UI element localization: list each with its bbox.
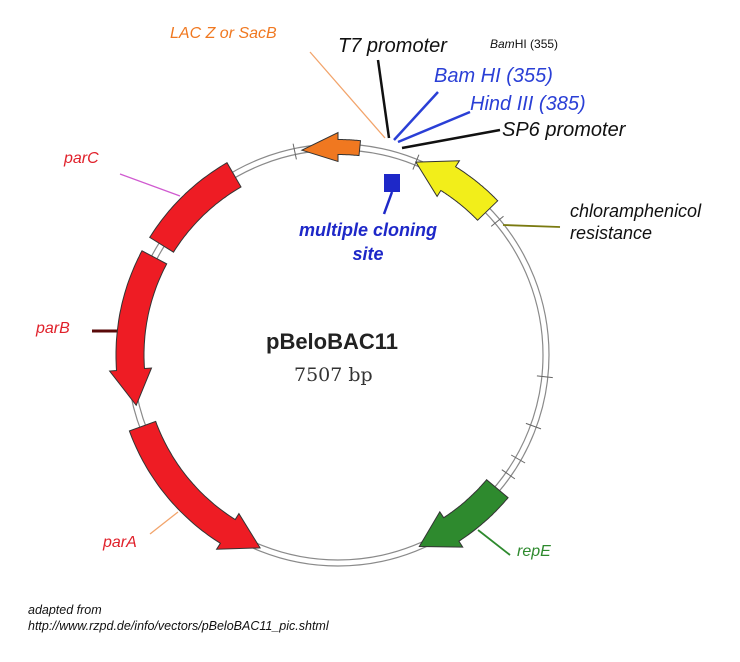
bamhi-small-rest: HI (355) bbox=[514, 37, 559, 51]
credit-note: adapted from http://www.rzpd.de/info/vec… bbox=[28, 602, 329, 634]
parb-arrow bbox=[108, 250, 168, 407]
credit-line1: adapted from bbox=[28, 603, 102, 617]
label-leader-lines bbox=[92, 51, 561, 556]
parc-label: parC bbox=[64, 150, 99, 167]
restriction-tick-4 bbox=[490, 215, 504, 227]
lacz-arrow bbox=[300, 131, 362, 163]
restriction-tick-1 bbox=[292, 143, 297, 160]
chloramphenicol-label-line2: resistance bbox=[570, 223, 653, 243]
t7-promoter-label: T7 promoter bbox=[338, 35, 447, 57]
chloramphenicol-label: chloramphenicol resistance bbox=[570, 200, 701, 244]
repe-leader bbox=[477, 529, 511, 556]
para-leader bbox=[149, 511, 179, 535]
mcs-marker-stem bbox=[382, 191, 394, 215]
restriction-tick-6 bbox=[525, 422, 542, 430]
bamhi-small-label: BamHI (355) bbox=[490, 38, 558, 50]
chloramphenicol-arrow bbox=[415, 160, 499, 221]
parc-arrow bbox=[149, 162, 242, 253]
mcs-marker bbox=[384, 174, 400, 192]
credit-line2: http://www.rzpd.de/info/vectors/pBeloBAC… bbox=[28, 619, 329, 633]
repe-arrow bbox=[418, 478, 509, 548]
mcs-label-line1: multiple cloning bbox=[299, 220, 437, 240]
hindiii-label: Hind III (385) bbox=[470, 93, 586, 115]
hindiii-leader bbox=[397, 110, 471, 144]
parc-leader bbox=[119, 173, 181, 197]
bamhi-leader bbox=[393, 91, 439, 141]
restriction-tick-8 bbox=[501, 469, 516, 480]
t7-leader bbox=[376, 59, 391, 139]
para-arrow bbox=[128, 420, 261, 550]
lacz-leader bbox=[309, 51, 386, 139]
mcs-label-line2: site bbox=[352, 244, 384, 264]
bamhi-label: Bam HI (355) bbox=[434, 65, 553, 87]
feature-arrows bbox=[108, 131, 509, 550]
restriction-tick-7 bbox=[510, 454, 526, 464]
bamhi-small-enzyme: Bam bbox=[490, 37, 515, 51]
sp6-leader bbox=[401, 128, 501, 150]
plasmid-name: pBeloBAC11 bbox=[266, 329, 399, 354]
sp6-promoter-label: SP6 promoter bbox=[502, 119, 626, 141]
parb-label: parB bbox=[36, 320, 70, 337]
chloramphenicol-label-line1: chloramphenicol bbox=[570, 201, 702, 221]
para-label: parA bbox=[103, 534, 137, 551]
plasmid-size: 7507 bp bbox=[294, 364, 373, 386]
repe-label: repE bbox=[517, 543, 551, 560]
chloramphenicol-leader bbox=[502, 224, 561, 228]
restriction-tick-5 bbox=[536, 375, 553, 379]
mcs-label: multiple cloning site bbox=[278, 218, 458, 266]
lacz-label: LAC Z or SacB bbox=[170, 25, 277, 42]
